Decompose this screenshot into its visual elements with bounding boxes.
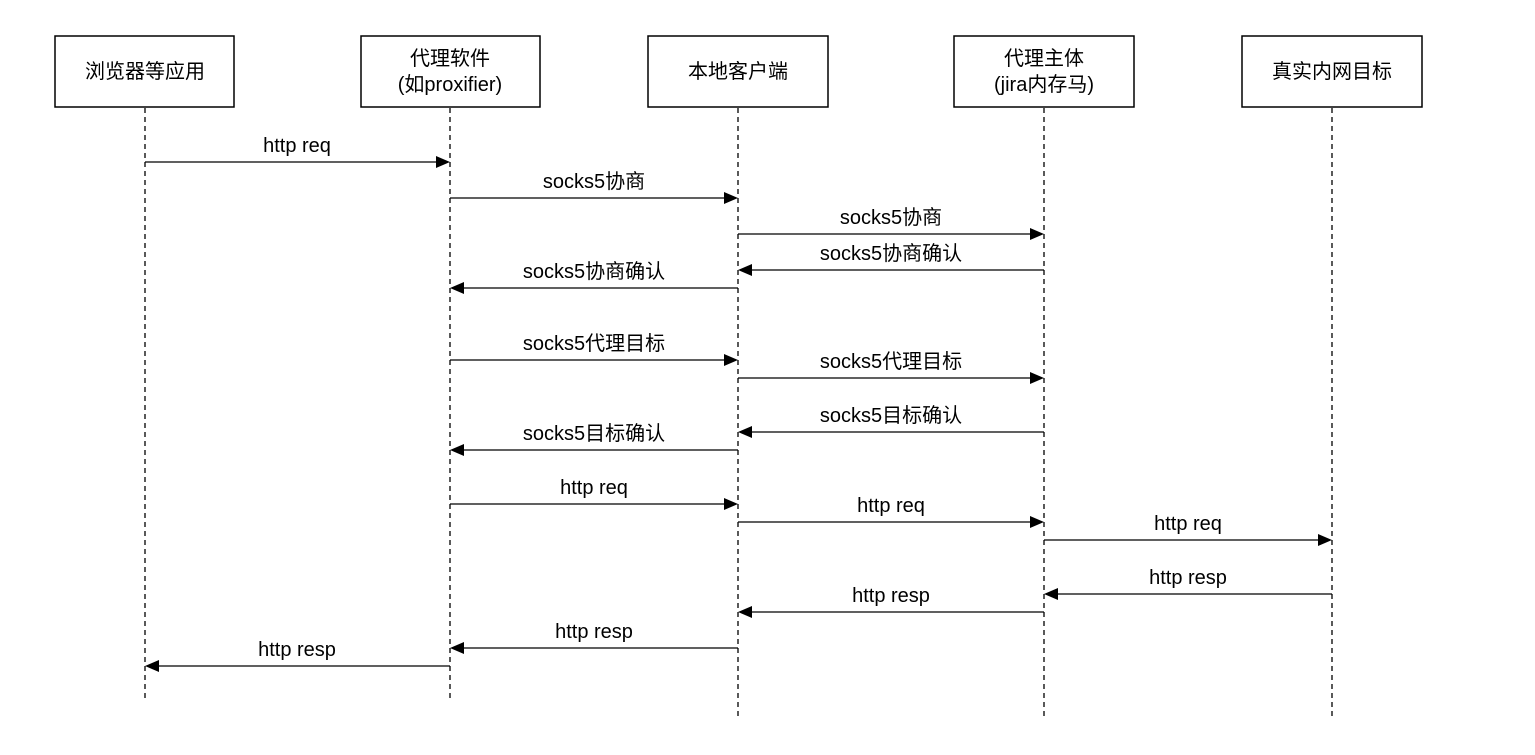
arrow-left-icon <box>450 444 464 456</box>
arrow-right-icon <box>1030 228 1044 240</box>
message-14: http resp <box>738 585 1044 618</box>
message-11: http req <box>738 495 1044 528</box>
message-13: http resp <box>1044 567 1332 600</box>
arrow-right-icon <box>1030 516 1044 528</box>
participant-local-client: 本地客户端 <box>647 35 829 108</box>
message-16: http resp <box>145 639 450 672</box>
message-4: socks5协商确认 <box>738 242 1044 276</box>
message-label: socks5目标确认 <box>523 422 665 445</box>
message-9: socks5目标确认 <box>450 422 738 456</box>
message-label: http resp <box>852 585 930 607</box>
participant-sublabel: (jira内存马) <box>994 73 1094 96</box>
message-label: socks5协商 <box>543 170 645 193</box>
arrow-left-icon <box>450 282 464 294</box>
message-label: http req <box>263 135 331 157</box>
arrow-left-icon <box>1044 588 1058 600</box>
message-label: socks5协商 <box>840 206 942 229</box>
message-label: http req <box>1154 513 1222 535</box>
participant-label: 代理主体 <box>1004 47 1084 70</box>
arrow-left-icon <box>738 426 752 438</box>
participant-sublabel: (如proxifier) <box>398 73 502 96</box>
participant-proxy-host: 代理主体 (jira内存马) <box>953 35 1135 108</box>
participant-label: 代理软件 <box>410 47 490 70</box>
arrow-right-icon <box>724 498 738 510</box>
participant-label: 本地客户端 <box>688 60 788 83</box>
participant-browser: 浏览器等应用 <box>54 35 235 108</box>
message-label: socks5代理目标 <box>523 332 665 355</box>
participant-proxy-software: 代理软件 (如proxifier) <box>360 35 541 108</box>
message-label: socks5协商确认 <box>523 260 665 283</box>
message-label: http resp <box>555 621 633 643</box>
message-12: http req <box>1044 513 1332 546</box>
message-label: http req <box>560 477 628 499</box>
message-5: socks5协商确认 <box>450 260 738 294</box>
message-label: socks5协商确认 <box>820 242 962 265</box>
message-8: socks5目标确认 <box>738 404 1044 438</box>
arrow-right-icon <box>1030 372 1044 384</box>
message-label: http resp <box>1149 567 1227 589</box>
participant-intranet-target: 真实内网目标 <box>1241 35 1423 108</box>
participant-label: 浏览器等应用 <box>85 60 205 83</box>
message-7: socks5代理目标 <box>738 350 1044 384</box>
arrow-left-icon <box>738 606 752 618</box>
message-label: socks5代理目标 <box>820 350 962 373</box>
arrow-right-icon <box>436 156 450 168</box>
arrow-right-icon <box>724 354 738 366</box>
message-1: http req <box>145 135 450 168</box>
participant-label: 真实内网目标 <box>1272 60 1392 83</box>
message-2: socks5协商 <box>450 170 738 204</box>
arrow-right-icon <box>724 192 738 204</box>
message-6: socks5代理目标 <box>450 332 738 366</box>
arrow-left-icon <box>145 660 159 672</box>
arrow-right-icon <box>1318 534 1332 546</box>
message-label: http req <box>857 495 925 517</box>
arrow-left-icon <box>450 642 464 654</box>
message-15: http resp <box>450 621 738 654</box>
message-label: socks5目标确认 <box>820 404 962 427</box>
arrow-left-icon <box>738 264 752 276</box>
message-10: http req <box>450 477 738 510</box>
message-3: socks5协商 <box>738 206 1044 240</box>
message-label: http resp <box>258 639 336 661</box>
